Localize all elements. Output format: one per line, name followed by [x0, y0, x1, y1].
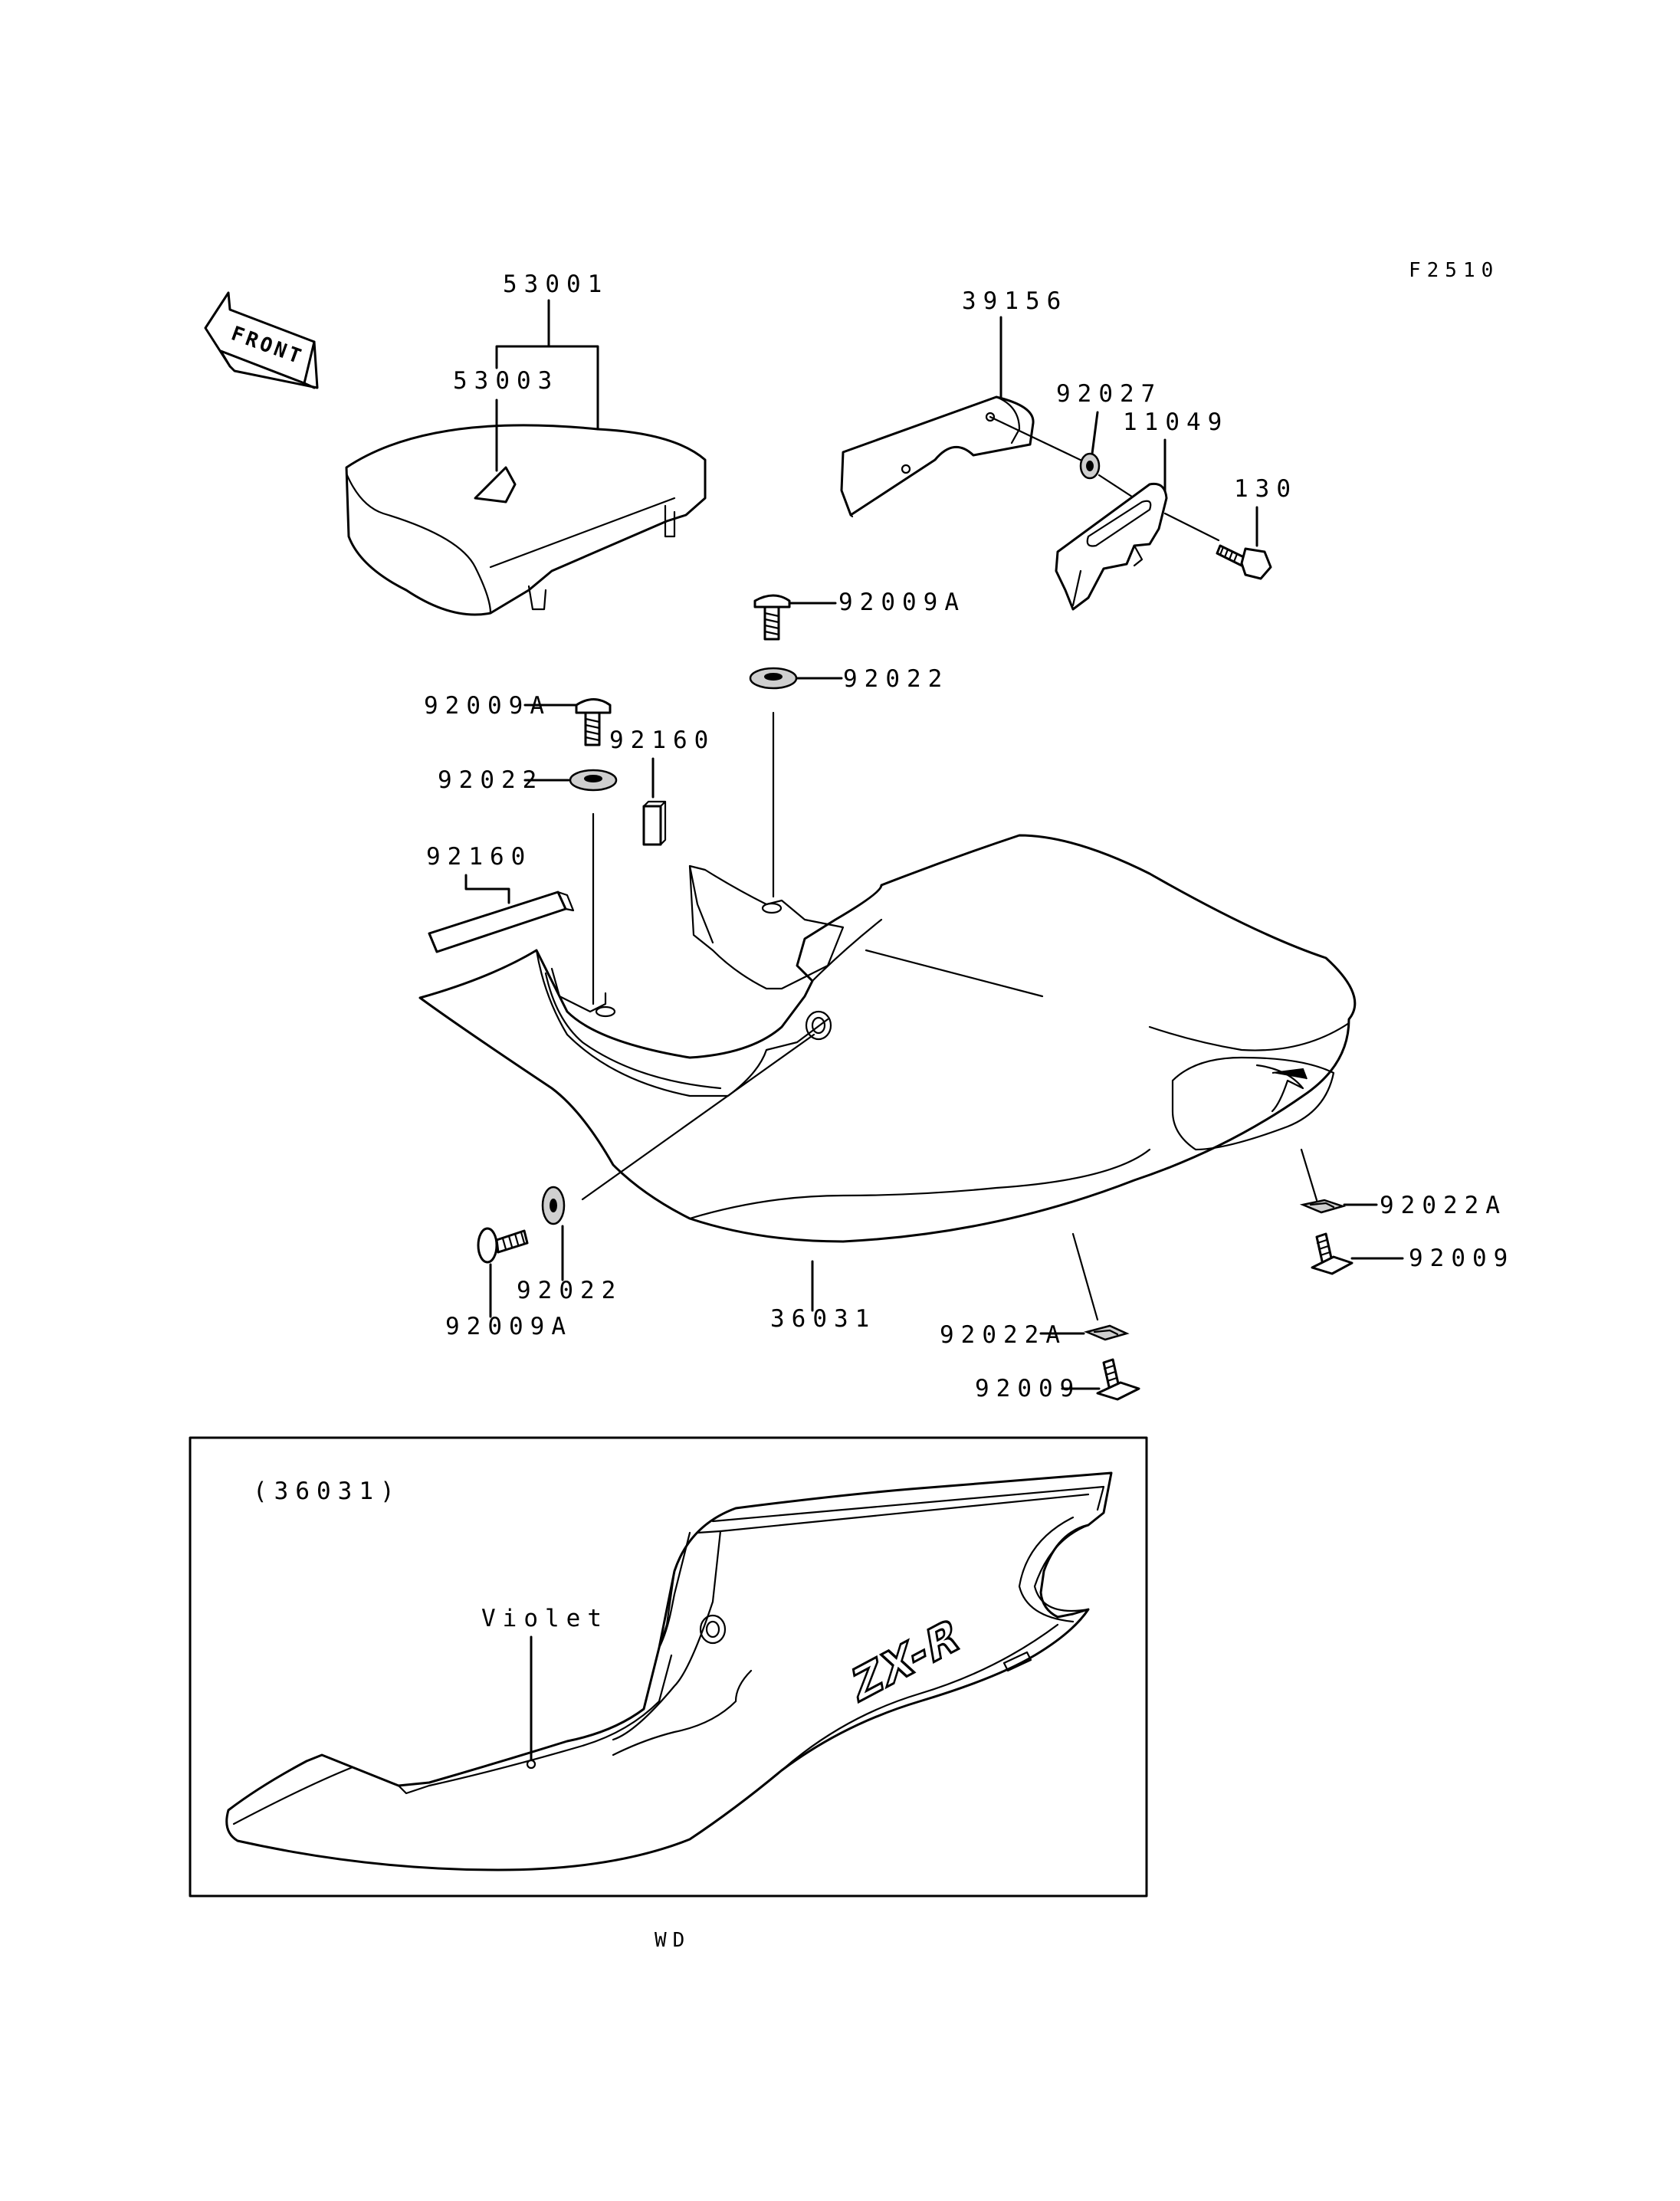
- bracket-11049: [1055, 482, 1168, 611]
- label-92009-right: 92009: [1409, 1245, 1514, 1272]
- bolt-92009A-upper: [753, 594, 791, 641]
- label-53001: 53001: [503, 271, 609, 298]
- washer-92022A-right: [1299, 1199, 1347, 1214]
- washer-92022-left: [569, 769, 618, 792]
- label-92160-small: 92160: [609, 727, 715, 754]
- label-92160-strip: 92160: [426, 843, 532, 871]
- cover-39156: [840, 395, 1035, 518]
- seat-cowl-36031: [418, 834, 1357, 1243]
- pad-92160-small: [642, 800, 667, 846]
- footer-code: WD: [655, 1929, 691, 1952]
- detail-box: [189, 1436, 1148, 1898]
- label-130: 130: [1234, 475, 1298, 503]
- bolt-92009A-left: [575, 698, 612, 746]
- label-92027: 92027: [1056, 380, 1162, 408]
- washer-92022A-bottom: [1084, 1324, 1130, 1341]
- figure-code: F2510: [1409, 259, 1499, 282]
- front-arrow-icon: FRONT: [204, 291, 319, 389]
- color-label-violet: Violet: [481, 1605, 609, 1632]
- label-39156: 39156: [962, 287, 1068, 315]
- label-36031: 36031: [770, 1305, 876, 1333]
- label-92009A-left: 92009A: [424, 692, 551, 720]
- washer-92022-upper: [749, 667, 798, 690]
- label-92009A-upper: 92009A: [838, 589, 966, 616]
- label-92022-upper: 92022: [843, 665, 949, 693]
- detail-cowl-36031: [225, 1471, 1113, 1871]
- bolt-130: [1216, 544, 1272, 580]
- strip-92160: [428, 891, 575, 953]
- label-92022A-right: 92022A: [1380, 1192, 1507, 1219]
- label-92022-lower: 92022: [517, 1277, 622, 1304]
- label-11049: 11049: [1123, 408, 1229, 436]
- seat-53001: [345, 424, 707, 616]
- washer-92027: [1079, 452, 1101, 480]
- label-53003: 53003: [453, 367, 559, 395]
- label-92022-left: 92022: [438, 766, 543, 794]
- label-92022A-bottom: 92022A: [940, 1321, 1067, 1349]
- washer-92022-lower: [541, 1186, 566, 1225]
- bolt-92009-right: [1311, 1232, 1354, 1275]
- label-92009-bottom: 92009: [975, 1375, 1081, 1402]
- detail-box-title: (36031): [253, 1478, 402, 1505]
- bolt-92009A-lower: [477, 1227, 529, 1264]
- bolt-92009-bottom: [1096, 1358, 1140, 1401]
- label-92009A-lower: 92009A: [445, 1313, 573, 1340]
